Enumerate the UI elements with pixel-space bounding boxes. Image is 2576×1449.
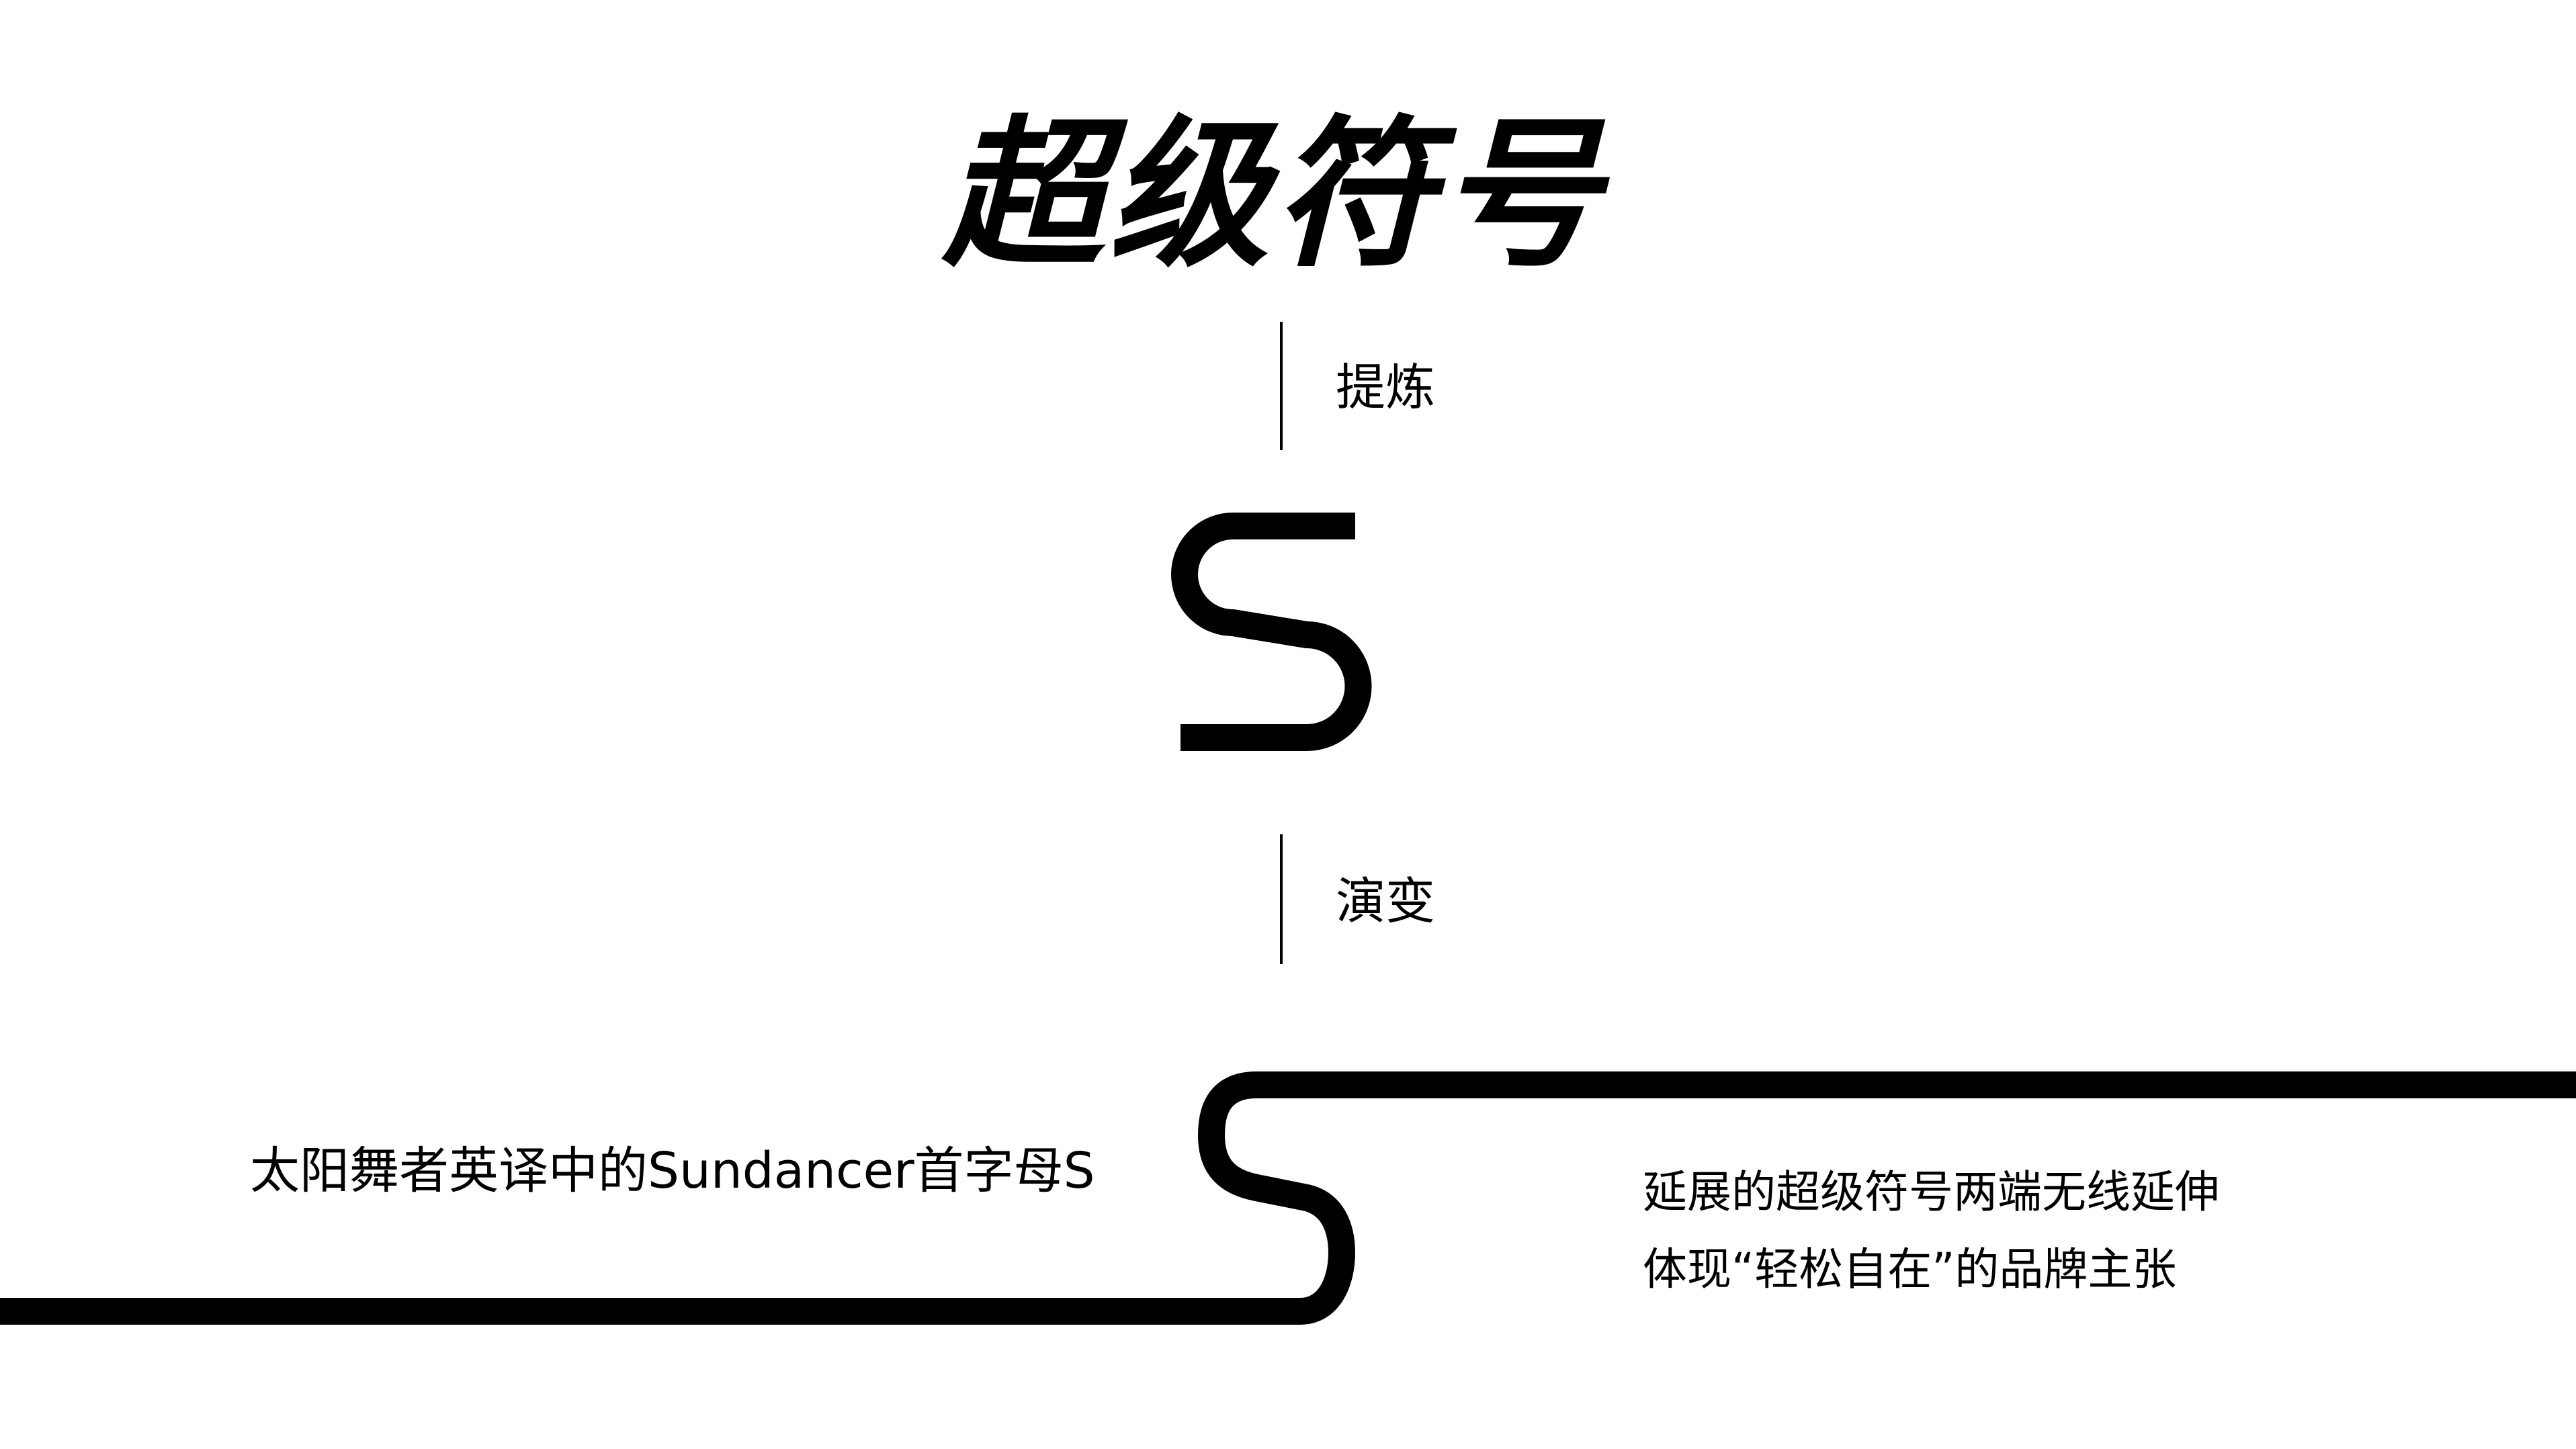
s-symbol-icon [1171, 513, 1372, 751]
divider-line-top [1280, 322, 1283, 450]
label-evolve: 演变 [1336, 873, 1435, 930]
description-right-line-2: 体现“轻松自在”的品牌主张 [1643, 1243, 2177, 1295]
description-left: 太阳舞者英译中的Sundancer首字母S [250, 1142, 1095, 1200]
divider-line-bottom [1280, 834, 1283, 964]
extended-s-symbol-line [0, 1071, 2576, 1325]
label-refine: 提炼 [1336, 359, 1435, 416]
description-right-line-1: 延展的超级符号两端无线延伸 [1643, 1166, 2219, 1218]
page-title: 超级符号 [942, 101, 1604, 289]
